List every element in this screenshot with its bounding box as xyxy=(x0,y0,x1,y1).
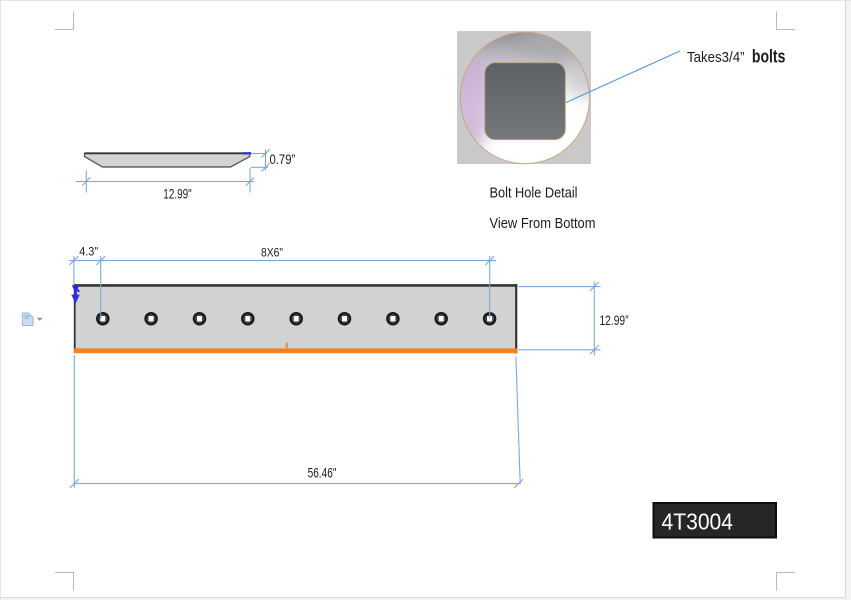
svg-text:Bolt Hole Detail: Bolt Hole Detail xyxy=(490,186,578,202)
svg-text:8X6": 8X6" xyxy=(261,246,283,260)
svg-text:12.99”: 12.99” xyxy=(600,313,629,328)
svg-text:4T3004: 4T3004 xyxy=(662,509,734,535)
svg-text:4.3": 4.3" xyxy=(79,245,98,259)
svg-text:Takes3/4”: Takes3/4” xyxy=(687,50,745,66)
svg-text:View From Bottom: View From Bottom xyxy=(490,216,596,232)
svg-text:12.99": 12.99" xyxy=(163,187,192,202)
svg-text:0.79”: 0.79” xyxy=(270,152,296,167)
svg-text:bolts: bolts xyxy=(752,46,786,66)
svg-text:56.46": 56.46" xyxy=(308,465,337,480)
